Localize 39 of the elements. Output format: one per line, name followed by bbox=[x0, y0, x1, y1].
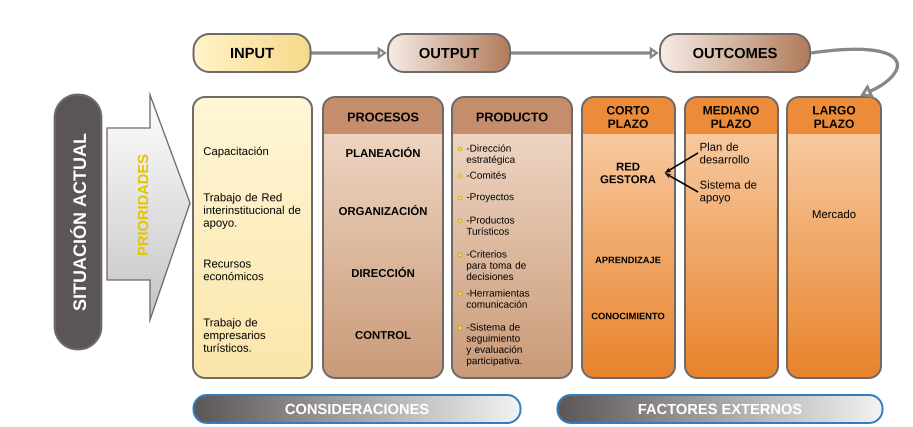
item-text: Capacitación bbox=[204, 146, 268, 158]
bullet-item: -Proyectos bbox=[458, 193, 514, 202]
column-box bbox=[322, 96, 444, 379]
item-text: RED GESTORA bbox=[600, 162, 656, 184]
item-text: Trabajo de empresarios turísticos. bbox=[203, 318, 266, 352]
stage-pill: OUTCOMES bbox=[659, 33, 811, 73]
column-heading: LARGO PLAZO bbox=[813, 106, 856, 128]
column-box bbox=[192, 96, 313, 379]
column-heading: CORTO PLAZO bbox=[606, 106, 650, 128]
item-text: Mercado bbox=[812, 210, 856, 218]
item-text: CONTROL bbox=[355, 331, 411, 339]
column-box bbox=[451, 96, 573, 379]
column-heading: MEDIANO PLAZO bbox=[703, 106, 759, 128]
item-text: Recursos económicos bbox=[204, 260, 264, 280]
vertical-pill: SITUACIÓN ACTUAL bbox=[54, 94, 102, 350]
column-box bbox=[581, 96, 676, 379]
bullet-item: -Dirección estratégica bbox=[458, 144, 516, 165]
item-text: CONOCIMIENTO bbox=[592, 312, 664, 320]
stage-pill: OUTPUT bbox=[387, 33, 511, 73]
item-text: Plan de desarrollo bbox=[700, 142, 749, 164]
bullet-item: -Sistema de seguimiento y evaluación participativa. bbox=[458, 323, 522, 366]
bullet-item: -Criterios para toma de decisiones bbox=[458, 250, 526, 280]
column-box bbox=[786, 96, 882, 379]
curved-arrow bbox=[810, 48, 899, 98]
bullet-item: -Comités bbox=[458, 171, 506, 179]
column-heading: PROCESOS bbox=[348, 112, 418, 122]
category-pill: FACTORES EXTERNOS bbox=[556, 394, 884, 424]
item-text: Trabajo de Red interinstitucional de apoyo. bbox=[204, 193, 300, 229]
item-text: ORGANIZACIÓN bbox=[339, 204, 427, 216]
column-box bbox=[684, 96, 779, 379]
bullet-item: -Herramientas comunicación bbox=[458, 289, 530, 308]
item-text: APRENDIZAJE bbox=[595, 256, 661, 264]
column-heading: PRODUCTO bbox=[476, 112, 548, 122]
item-text: Sistema de apoyo bbox=[700, 180, 756, 204]
bullet-item: -Productos Turísticos bbox=[458, 216, 514, 235]
category-pill: CONSIDERACIONES bbox=[192, 394, 522, 424]
item-text: DIRECCIÓN bbox=[352, 266, 414, 278]
stage-pill: INPUT bbox=[192, 33, 312, 73]
item-text: PLANEACIÓN bbox=[346, 146, 420, 158]
